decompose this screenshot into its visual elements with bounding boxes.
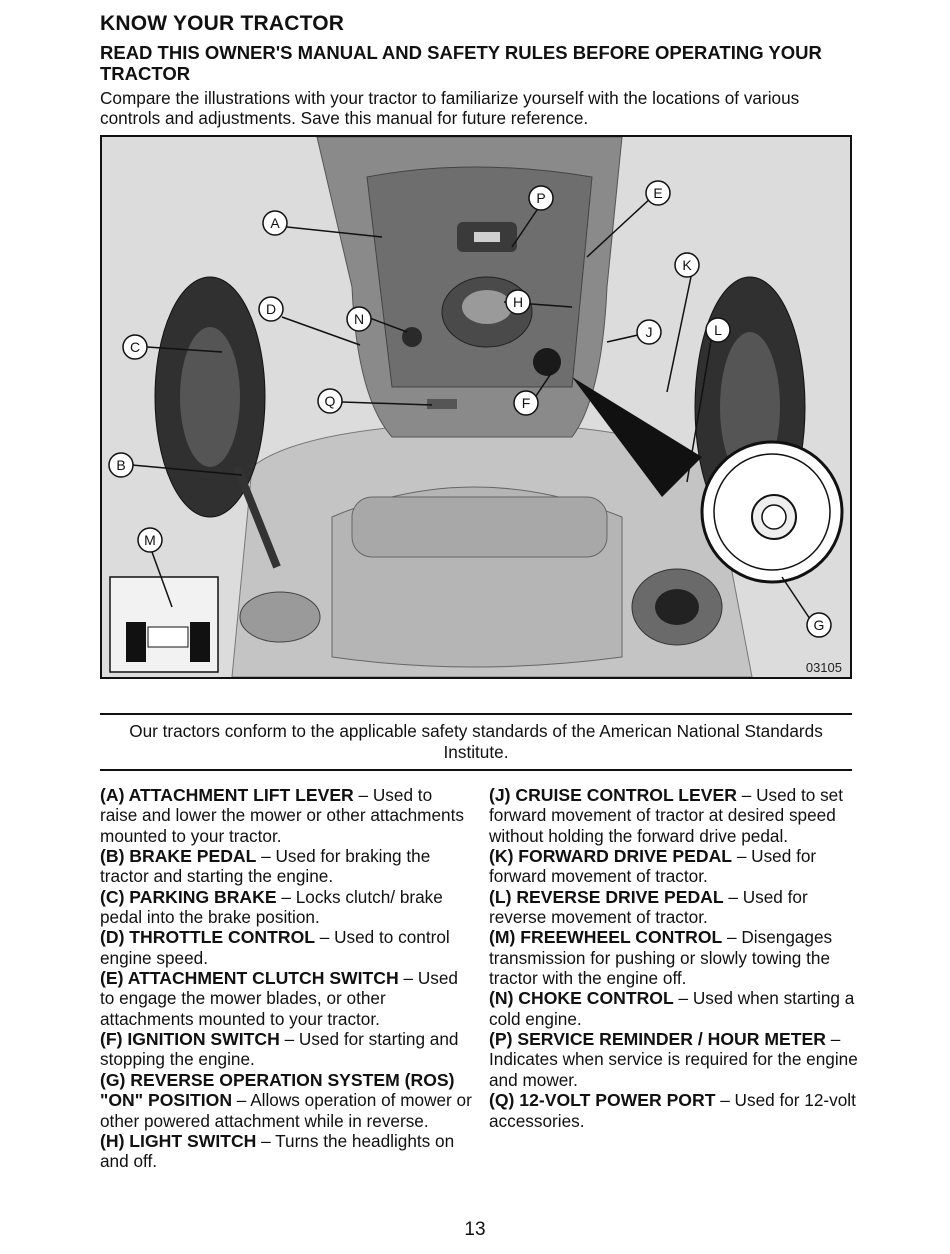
control-item-e: (E) ATTACHMENT CLUTCH SWITCH – Used to e… <box>100 968 458 1029</box>
intro-paragraph: Compare the illustrations with your trac… <box>100 88 800 128</box>
divider-bottom <box>100 769 852 771</box>
callout-l: L <box>714 322 722 338</box>
safety-heading: READ THIS OWNER'S MANUAL AND SAFETY RULE… <box>100 42 822 84</box>
callout-f: F <box>522 395 531 411</box>
callout-p: P <box>536 190 545 206</box>
control-item-k: (K) FORWARD DRIVE PEDAL – Used for forwa… <box>489 846 817 887</box>
page-title: KNOW YOUR TRACTOR <box>100 12 345 35</box>
control-item-c: (C) PARKING BRAKE – Locks clutch/ brake … <box>100 886 443 928</box>
control-item-a: (A) ATTACHMENT LIFT LEVER – Used to rais… <box>100 785 464 846</box>
divider-top <box>100 713 852 715</box>
callout-q: Q <box>325 393 336 409</box>
callout-e: E <box>653 185 662 201</box>
callout-b: B <box>116 457 125 473</box>
callout-m: M <box>144 532 156 548</box>
control-item-n: (N) CHOKE CONTROL – Used when starting a… <box>489 988 855 1029</box>
right-column: (J) CRUISE CONTROL LEVER – Used to set f… <box>489 785 861 1131</box>
callout-n: N <box>354 311 364 327</box>
control-item-g: (G) REVERSE OPERATION SYSTEM (ROS) "ON" … <box>100 1069 472 1131</box>
control-item-m: (M) FREEWHEEL CONTROL – Disengages trans… <box>489 927 833 989</box>
control-item-d: (D) THROTTLE CONTROL – Used to control e… <box>100 927 450 968</box>
callout-a: A <box>270 215 280 231</box>
callout-j: J <box>646 324 653 340</box>
page-number: 13 <box>464 1219 486 1240</box>
callout-c: C <box>130 339 140 355</box>
callout-k: K <box>682 257 692 273</box>
control-item-j: (J) CRUISE CONTROL LEVER – Used to set f… <box>489 785 844 846</box>
control-item-h: (H) LIGHT SWITCH – Turns the headlights … <box>100 1130 455 1172</box>
control-item-b: (B) BRAKE PEDAL – Used for braking the t… <box>100 846 431 887</box>
callout-d: D <box>266 301 276 317</box>
figure-code: 03105 <box>806 660 842 675</box>
control-item-l: (L) REVERSE DRIVE PEDAL – Used for rever… <box>489 886 808 928</box>
callout-g: G <box>814 617 825 633</box>
callout-h: H <box>513 294 523 310</box>
left-column: (A) ATTACHMENT LIFT LEVER – Used to rais… <box>100 785 472 1172</box>
standards-note: Our tractors conform to the applicable s… <box>129 721 823 762</box>
control-item-f: (F) IGNITION SWITCH – Used for starting … <box>100 1029 459 1070</box>
control-item-p: (P) SERVICE REMINDER / HOUR METER – Indi… <box>489 1029 858 1090</box>
control-item-q: (Q) 12-VOLT POWER PORT – Used for 12-vol… <box>489 1090 856 1131</box>
tractor-illustration: B C D A E F G H J K L M N P Q 03105 <box>100 135 852 679</box>
